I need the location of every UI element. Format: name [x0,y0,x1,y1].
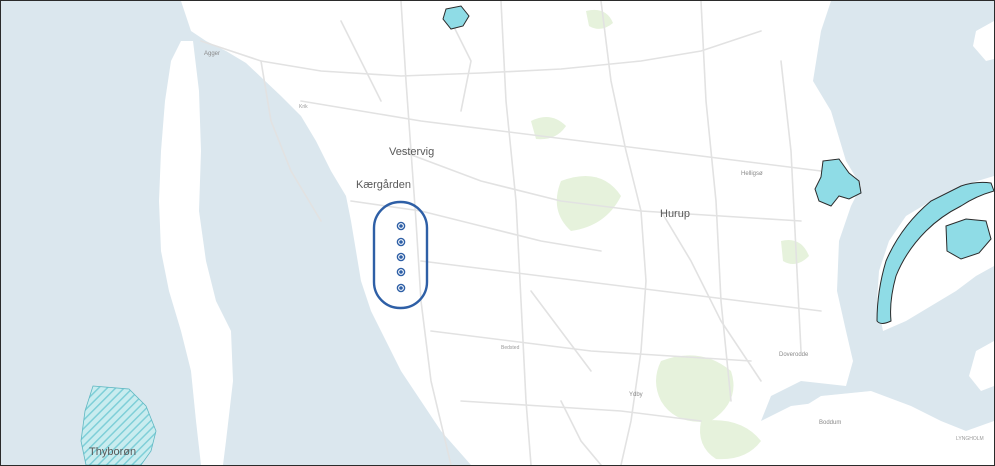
road-network [200,1,822,465]
place-label-ydby: Ydby [629,392,643,398]
place-label-bedsted: Bedsted [501,345,520,351]
place-label-thyboron: Thyborøn [89,446,137,458]
place-label-vestervig: Vestervig [389,146,435,158]
land-spit [159,41,233,465]
east-lagoon-outline [876,181,994,324]
place-label-agger: Agger [204,51,221,57]
lakes [442,5,992,260]
place-label-helligsoe: Helligsø [741,171,763,177]
turbine-1-dot [399,224,403,228]
turbine-3-dot [399,255,403,259]
vegetation-patches [531,9,809,460]
place-label-hurup: Hurup [660,208,690,220]
land-east-island [877,176,994,331]
thyboron-town-area [80,385,157,465]
land-northeast [973,21,994,61]
place-label-krik: Krik [299,104,308,110]
land-southeast [761,391,994,465]
turbine-2-dot [399,240,403,244]
turbine-4-dot [399,270,403,274]
land-main [181,1,971,465]
place-label-lyngholm: LYNGHOLM [956,436,984,442]
turbine-5-dot [399,286,403,290]
project-area-boundary[interactable] [372,200,429,310]
land-east-shore [969,341,994,391]
turbine-markers [396,221,406,293]
place-label-doverodde: Doverodde [779,352,809,358]
place-label-kaergaarden: Kærgården [356,179,412,191]
place-label-boddum: Boddum [819,420,842,426]
